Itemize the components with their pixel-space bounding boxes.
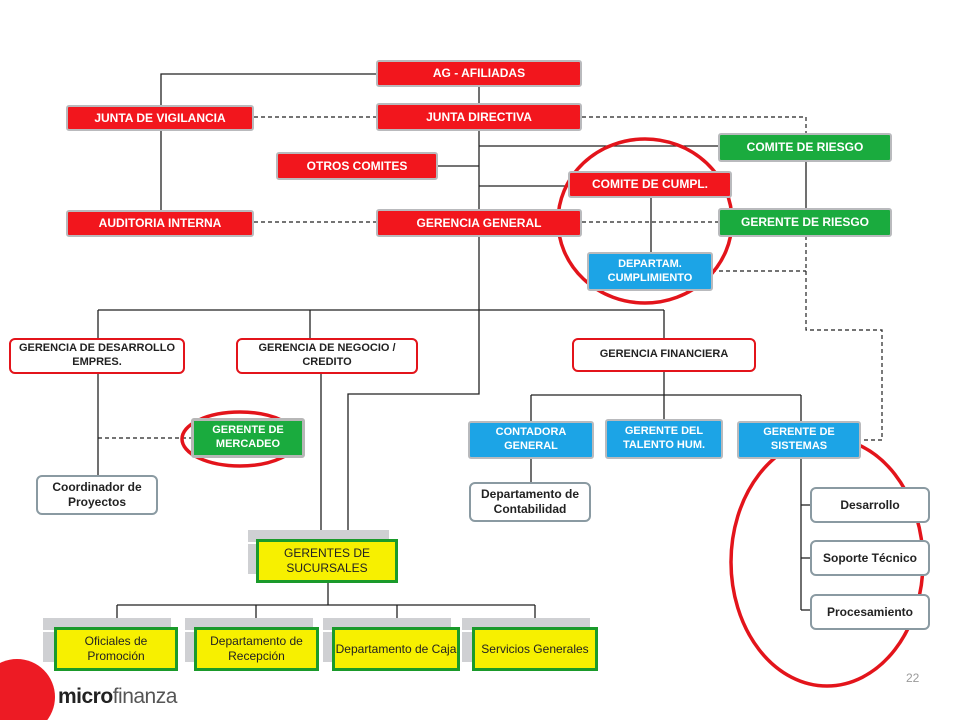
page-number: 22 bbox=[906, 671, 920, 685]
node-procesamiento: Procesamiento bbox=[810, 594, 930, 630]
node-otros-comites: OTROS COMITES bbox=[276, 152, 438, 180]
node-soporte-tecnico: Soporte Técnico bbox=[810, 540, 930, 576]
brand-logo-icon bbox=[0, 659, 55, 720]
brand-wordmark: microfinanza bbox=[58, 685, 177, 709]
node-gerencia-negocio: GERENCIA DE NEGOCIO / CREDITO bbox=[236, 338, 418, 374]
node-ag-afiliadas: AG - AFILIADAS bbox=[376, 60, 582, 87]
node-gerente-mercadeo: GERENTE DE MERCADEO bbox=[191, 418, 305, 458]
node-gerencia-financiera: GERENCIA FINANCIERA bbox=[572, 338, 756, 372]
node-contadora-general: CONTADORA GENERAL bbox=[468, 421, 594, 459]
node-desarrollo: Desarrollo bbox=[810, 487, 930, 523]
node-auditoria-interna: AUDITORIA INTERNA bbox=[66, 210, 254, 237]
node-comite-riesgo: COMITE DE RIESGO bbox=[718, 133, 892, 162]
node-comite-cumplimiento: COMITE DE CUMPL. bbox=[568, 171, 732, 198]
brand-bold: micro bbox=[58, 685, 113, 708]
node-servicios-generales: Servicios Generales bbox=[472, 627, 598, 671]
node-depto-cumplimiento: DEPARTAM. CUMPLIMIENTO bbox=[587, 252, 713, 291]
node-gerente-riesgo: GERENTE DE RIESGO bbox=[718, 208, 892, 237]
node-gerencia-general: GERENCIA GENERAL bbox=[376, 209, 582, 237]
node-junta-vigilancia: JUNTA DE VIGILANCIA bbox=[66, 105, 254, 131]
node-gerente-talento: GERENTE DEL TALENTO HUM. bbox=[605, 419, 723, 459]
node-oficiales-promocion: Oficiales de Promoción bbox=[54, 627, 178, 671]
brand-regular: finanza bbox=[112, 685, 178, 708]
node-gerencia-desarrollo: GERENCIA DE DESARROLLO EMPRES. bbox=[9, 338, 185, 374]
node-gerentes-sucursales: GERENTES DE SUCURSALES bbox=[256, 539, 398, 583]
node-coordinador-proyectos: Coordinador de Proyectos bbox=[36, 475, 158, 515]
node-depto-contabilidad: Departamento de Contabilidad bbox=[469, 482, 591, 522]
node-gerente-sistemas: GERENTE DE SISTEMAS bbox=[737, 421, 861, 459]
node-depto-recepcion: Departamento de Recepción bbox=[194, 627, 319, 671]
node-junta-directiva: JUNTA DIRECTIVA bbox=[376, 103, 582, 131]
node-depto-caja: Departamento de Caja bbox=[332, 627, 460, 671]
